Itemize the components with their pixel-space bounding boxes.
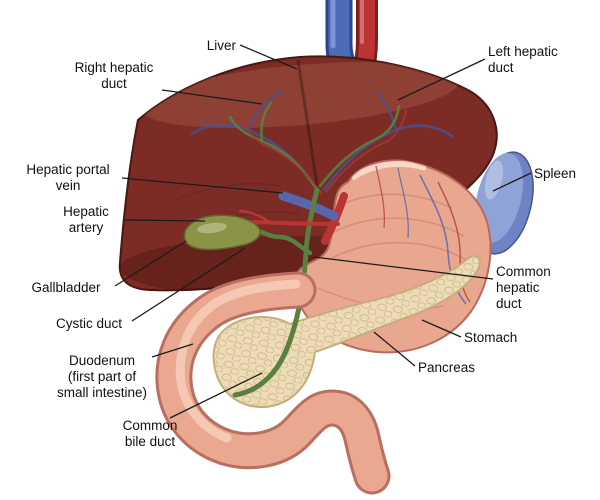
label-right-hepatic-duct: Right hepatic duct	[74, 60, 154, 91]
label-hepatic-artery: Hepatic artery	[63, 204, 109, 235]
pancreas-leader-line	[373, 331, 416, 367]
label-common-hepatic-duct: Common hepatic duct	[496, 264, 551, 311]
stomach-folds	[317, 193, 471, 310]
duodenum-leader-line	[151, 343, 194, 358]
portal-vein	[278, 191, 339, 221]
label-spleen: Spleen	[534, 166, 577, 181]
stomach-fundus-highlight	[350, 160, 427, 181]
left-hepatic-duct-vessel	[318, 104, 401, 188]
leader-lines	[114, 44, 532, 419]
hepatic-artery-leader-line	[124, 219, 206, 222]
right-hepatic-duct-leader-line	[161, 89, 263, 105]
pancreas-texture	[213, 256, 480, 407]
pancreas-group	[212, 255, 481, 408]
liver-leader-line	[239, 44, 298, 70]
stomach-details	[317, 160, 471, 310]
duodenum-group	[155, 271, 391, 495]
label-pancreas: Pancreas	[418, 360, 476, 375]
spleen-leader-line	[492, 172, 532, 192]
label-gallbladder: Gallbladder	[31, 280, 101, 295]
hepatic-artery-branch	[238, 209, 272, 225]
gallbladder-sheen	[197, 222, 227, 234]
label-stomach: Stomach	[464, 330, 518, 345]
cystic-duct-leader-line	[131, 247, 246, 322]
common-hepatic-and-bile-duct	[232, 187, 320, 398]
duodenum-highlight	[175, 279, 301, 443]
label-common-bile-duct: Common bile duct	[122, 418, 178, 449]
left-hepatic-duct-leader-line	[397, 58, 486, 101]
label-left-hepatic-duct: Left hepatic duct	[488, 44, 558, 75]
liver-top-sheen	[140, 62, 460, 128]
liver-lobe-crease	[296, 59, 320, 193]
label-cystic-duct: Cystic duct	[55, 316, 123, 331]
common-hepatic-duct-leader-line	[313, 256, 494, 280]
label-duodenum: Duodenum (first part of small intestine)	[56, 353, 148, 400]
stomach-leader-line	[421, 319, 462, 338]
common-bile-duct-leader-line	[169, 372, 263, 419]
hepatic-portal-vein-leader-line	[121, 177, 284, 194]
label-hepatic-portal-vein: Hepatic portal vein	[26, 162, 110, 193]
spleen-sheen	[484, 160, 504, 200]
label-liver: Liver	[206, 38, 236, 53]
gallbladder-leader-line	[114, 240, 187, 287]
